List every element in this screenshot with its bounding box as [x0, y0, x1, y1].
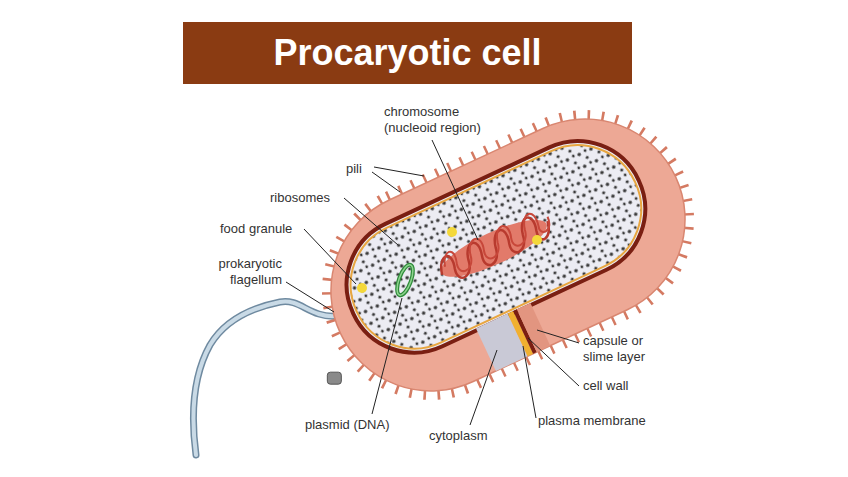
nucleoid — [435, 209, 554, 287]
title: Procaryotic cell — [273, 32, 541, 74]
leader-line — [344, 198, 398, 245]
leader-line — [523, 346, 536, 418]
part-label: food granule — [220, 221, 292, 237]
food-granule — [532, 235, 542, 245]
leader-line — [304, 229, 356, 284]
leader-line — [528, 338, 579, 386]
food-granule — [447, 227, 457, 237]
capsule-layer — [517, 303, 550, 352]
capsule — [298, 86, 718, 424]
leader-line — [432, 140, 478, 240]
leader-line — [372, 172, 400, 192]
part-label: plasmid (DNA) — [305, 417, 390, 433]
part-label: cytoplasm — [429, 428, 488, 444]
part-label: capsule or slime layer — [583, 333, 673, 365]
food-granule — [357, 283, 367, 293]
chromosome — [440, 207, 554, 278]
part-label: pili — [346, 161, 362, 177]
leader-line — [286, 282, 334, 312]
leader-line — [374, 167, 424, 176]
part-label: cell wall — [583, 378, 629, 394]
leader-line — [537, 330, 579, 343]
leader-line — [470, 350, 497, 425]
part-label: ribosomes — [270, 190, 330, 206]
cell-body — [268, 86, 718, 438]
plasmid — [394, 263, 416, 297]
part-label: prokaryotic flagellum — [186, 256, 282, 288]
title-banner: Procaryotic cell — [183, 22, 632, 84]
plasmid — [394, 263, 416, 297]
part-label: plasma membrane — [538, 413, 646, 429]
part-label: chromosome (nucleoid region) — [384, 104, 502, 136]
flagellum-hook — [327, 372, 341, 384]
leader-line — [372, 298, 402, 414]
pili — [298, 86, 718, 424]
